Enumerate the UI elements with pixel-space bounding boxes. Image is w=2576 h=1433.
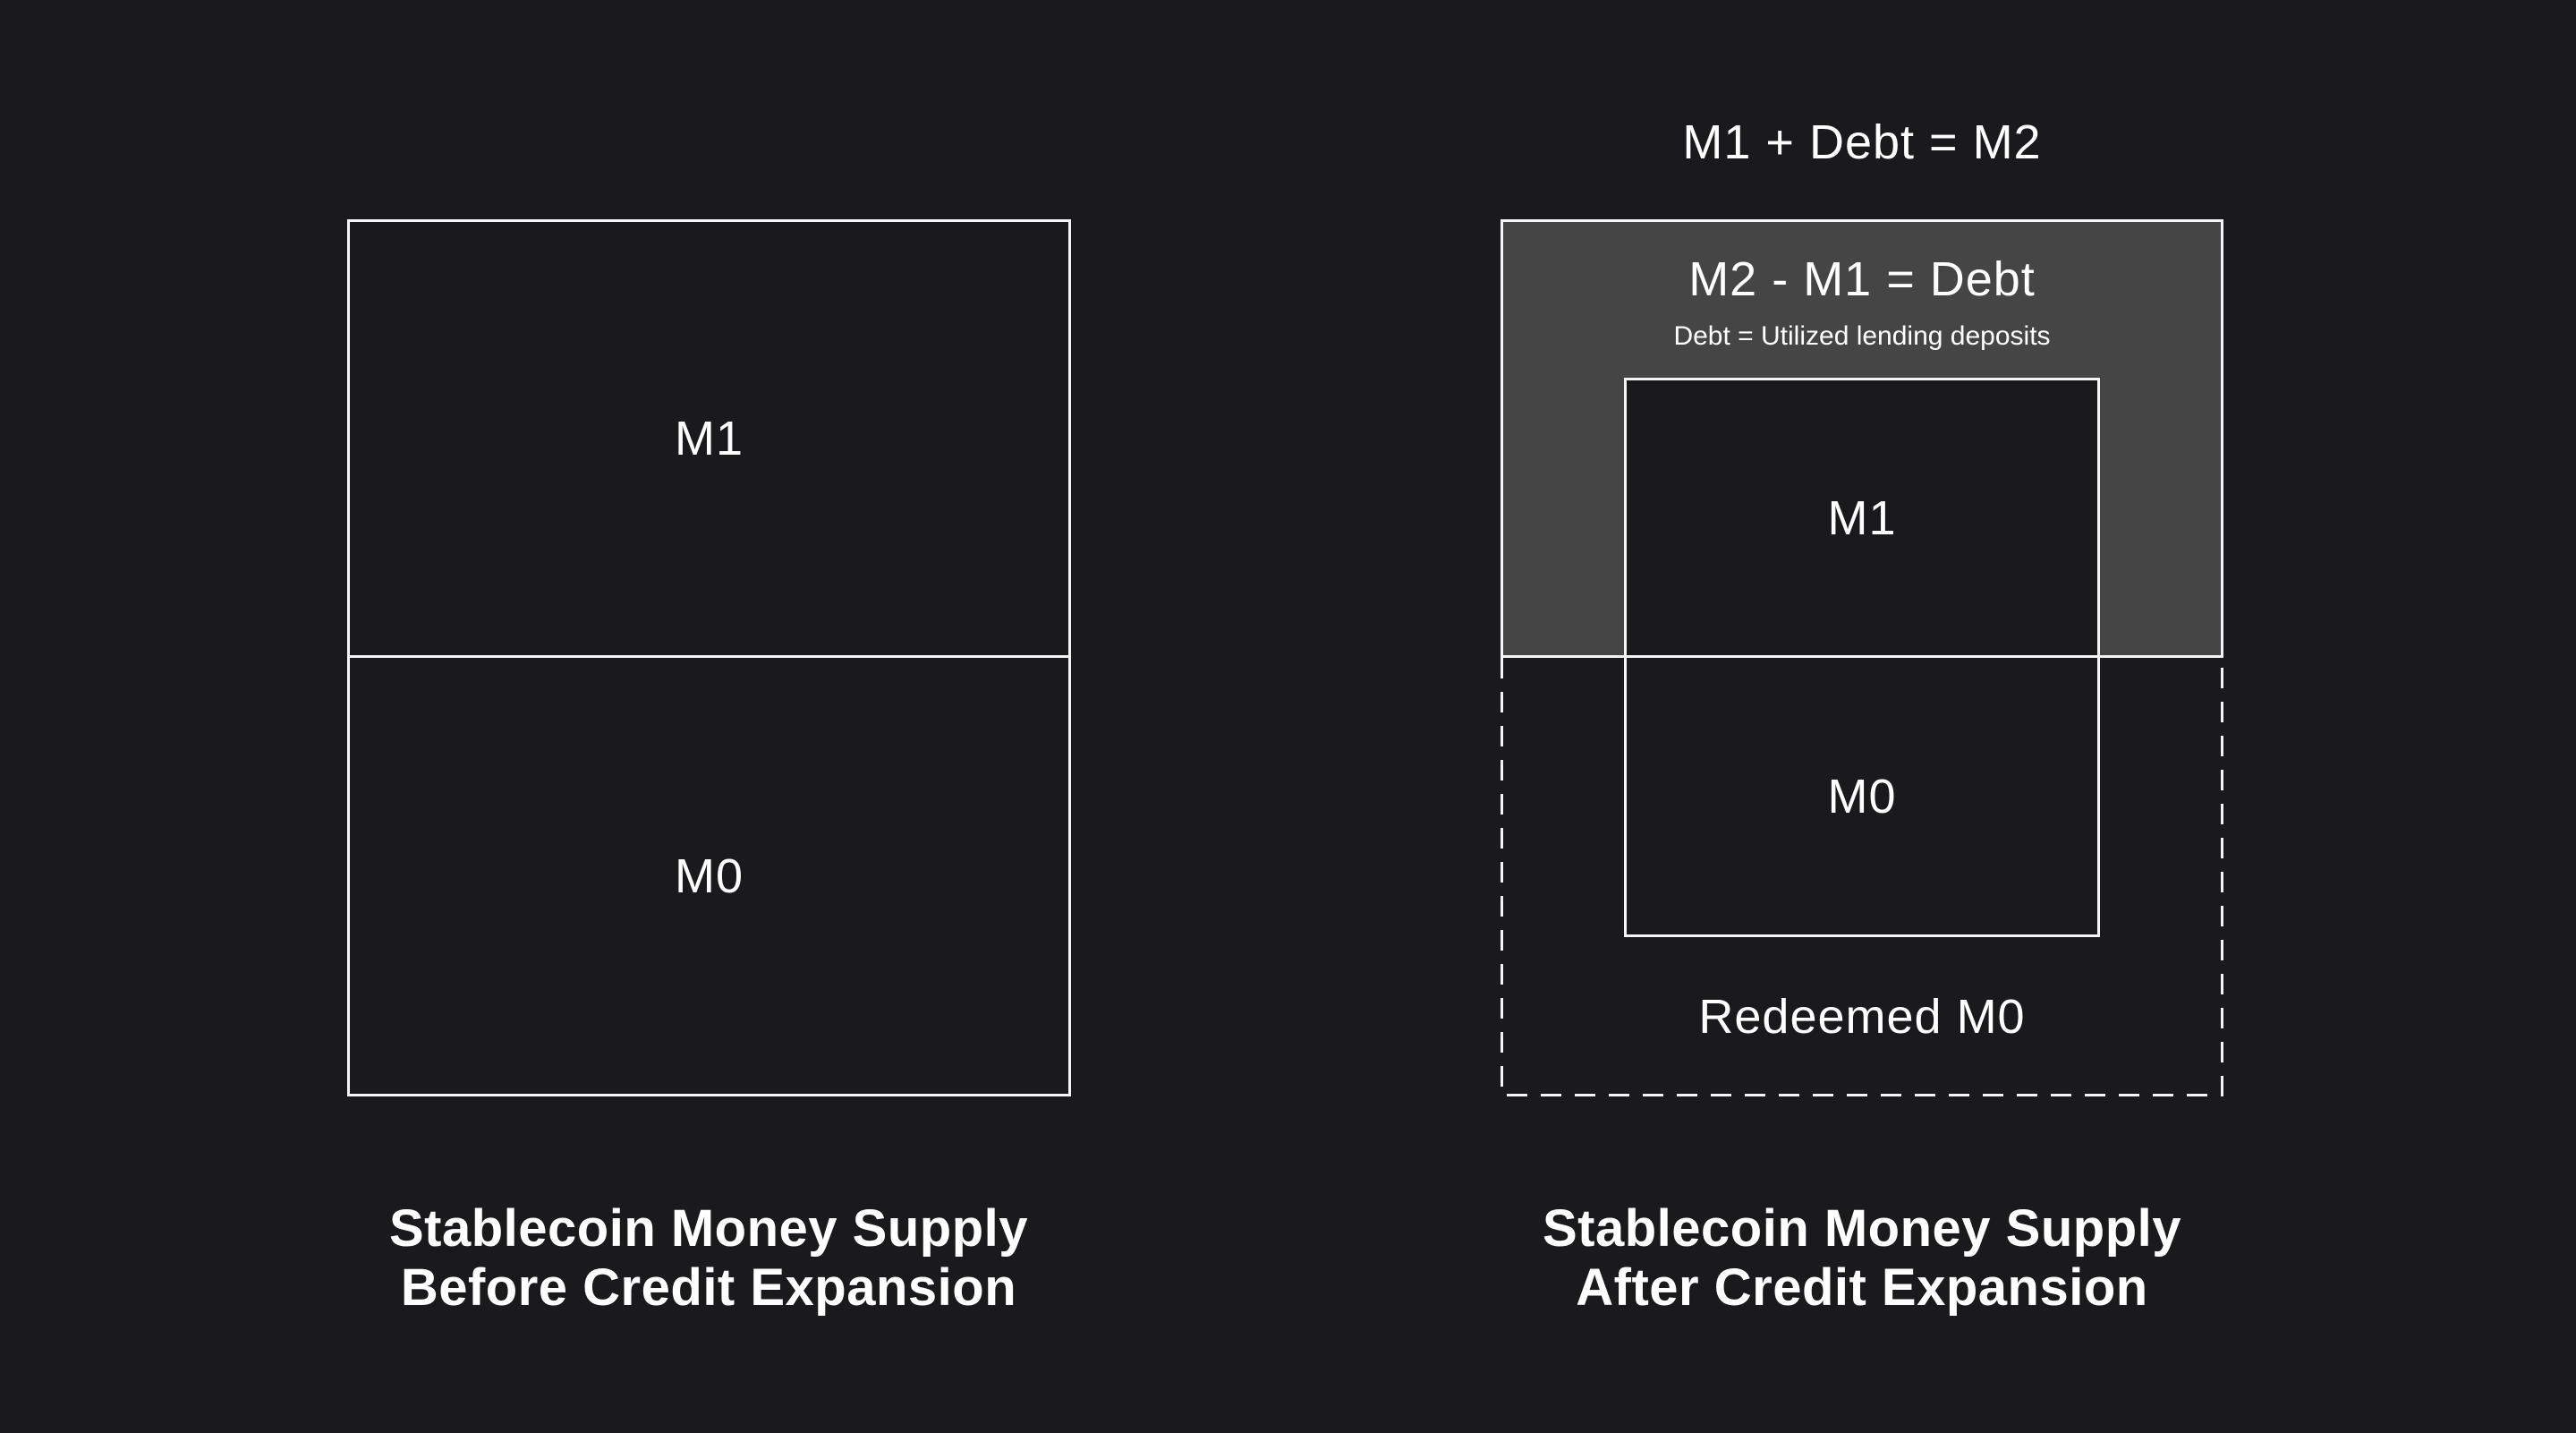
after-expansion-caption: Stablecoin Money Supply After Credit Exp… [1459, 1199, 2265, 1318]
before-m0-section: M0 [350, 658, 1068, 1094]
after-m0-label: M0 [1827, 769, 1897, 823]
before-m1-label: M1 [674, 412, 744, 465]
after-expansion-title: M1 + Debt = M2 [1682, 115, 2042, 169]
after-expansion-box: M2 - M1 = Debt Debt = Utilized lending d… [1501, 219, 2223, 1096]
before-caption-line2: Before Credit Expansion [400, 1258, 1017, 1317]
debt-band-heading: M2 - M1 = Debt [1688, 252, 2036, 306]
before-m0-label: M0 [674, 849, 744, 903]
after-m0-section: M0 [1627, 658, 2097, 934]
before-m1-section: M1 [350, 222, 1068, 658]
redeemed-zone [1501, 658, 2223, 1096]
before-expansion-caption: Stablecoin Money Supply Before Credit Ex… [306, 1199, 1111, 1318]
debt-band-subheading: Debt = Utilized lending deposits [1673, 321, 2051, 351]
redeemed-m0-label: Redeemed M0 [1698, 990, 2026, 1044]
before-expansion-box: M1 M0 [347, 219, 1071, 1096]
after-m1-label: M1 [1827, 490, 1897, 545]
before-caption-line1: Stablecoin Money Supply [388, 1199, 1029, 1258]
after-m1-section: M1 [1627, 380, 2097, 658]
after-caption-line2: After Credit Expansion [1576, 1258, 2148, 1317]
dashed-border [1501, 658, 2223, 1096]
after-inner-box: M1 M0 [1624, 378, 2100, 937]
after-caption-line1: Stablecoin Money Supply [1542, 1199, 2182, 1258]
